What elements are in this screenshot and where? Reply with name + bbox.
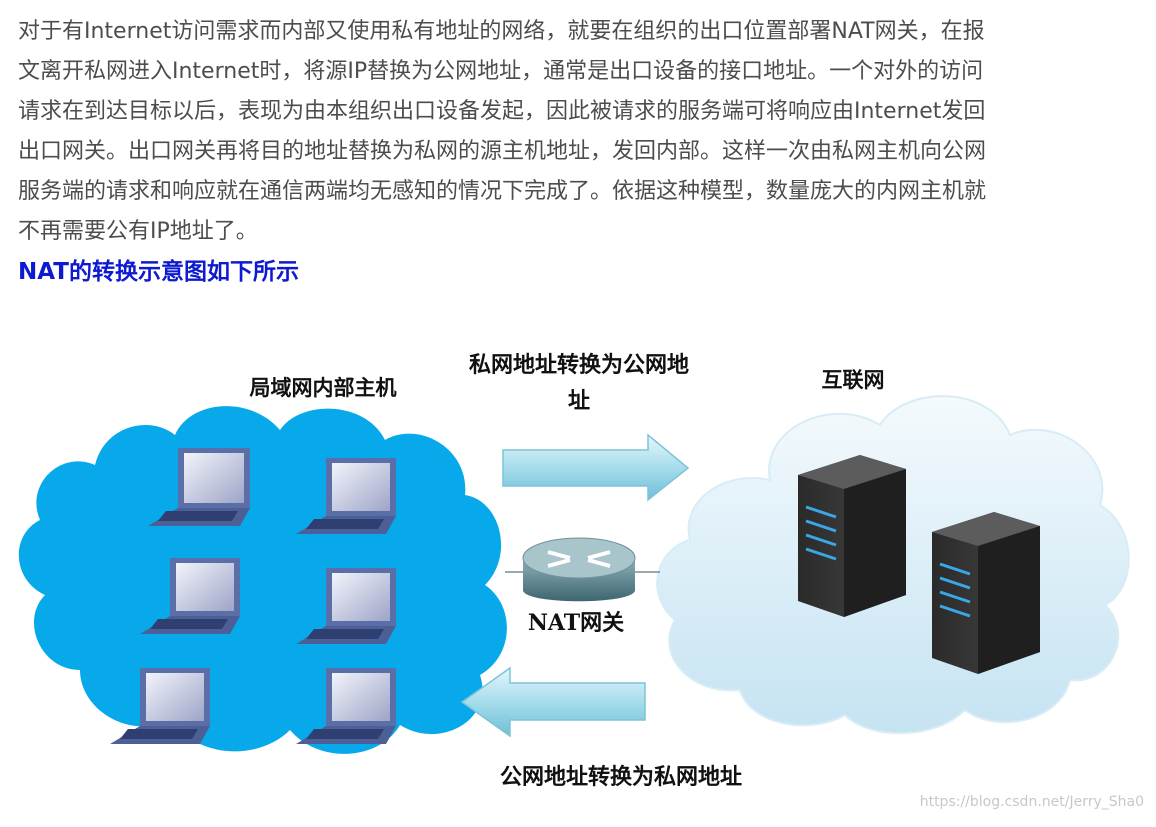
laptop-icon bbox=[110, 668, 210, 744]
arrow-private-to-public bbox=[502, 433, 690, 502]
paragraph-line: 对于有Internet访问需求而内部又使用私有地址的网络，就要在组织的出口位置部… bbox=[18, 19, 985, 44]
paragraph-line: 出口网关。出口网关再将目的地址替换为私网的源主机地址，发回内部。这样一次由私网主… bbox=[18, 139, 987, 164]
router-label: NAT网关 bbox=[528, 610, 624, 636]
arrow-top-label-line1: 私网地址转换为公网地 bbox=[469, 352, 689, 378]
arrow-top-label-line2: 址 bbox=[568, 388, 590, 414]
lan-cloud bbox=[18, 406, 507, 754]
laptop-icon bbox=[296, 568, 396, 644]
section-heading: NAT的转换示意图如下所示 bbox=[18, 259, 299, 285]
article-body: 对于有Internet访问需求而内部又使用私有地址的网络，就要在组织的出口位置部… bbox=[18, 12, 1138, 292]
lan-label: 局域网内部主机 bbox=[250, 375, 397, 400]
laptop-icon bbox=[296, 458, 396, 534]
laptop-icon bbox=[148, 448, 250, 526]
paragraph-line: 不再需要公有IP地址了。 bbox=[18, 219, 258, 244]
laptop-icon bbox=[296, 668, 396, 744]
server-icon bbox=[798, 455, 906, 617]
paragraph-line: 请求在到达目标以后，表现为由本组织出口设备发起，因此被请求的服务端可将响应由In… bbox=[18, 99, 986, 124]
router-icon bbox=[505, 537, 660, 602]
laptop-icon bbox=[140, 558, 240, 634]
paragraph-line: 文离开私网进入Internet时，将源IP替换为公网地址，通常是出口设备的接口地… bbox=[18, 59, 984, 84]
nat-diagram: 局域网内部主机 互联网 私网地址转换为公网地 址 NAT网关 公网地址转换为私网… bbox=[0, 300, 1156, 822]
paragraph-line: 服务端的请求和响应就在通信两端均无感知的情况下完成了。依据这种模型，数量庞大的内… bbox=[18, 179, 987, 204]
intro-paragraph: 对于有Internet访问需求而内部又使用私有地址的网络，就要在组织的出口位置部… bbox=[18, 12, 1138, 252]
nat-diagram-svg: 局域网内部主机 互联网 私网地址转换为公网地 址 NAT网关 公网地址转换为私网… bbox=[18, 352, 1130, 790]
watermark: https://blog.csdn.net/Jerry_Sha0 bbox=[919, 794, 1144, 810]
arrow-bottom-label: 公网地址转换为私网地址 bbox=[500, 764, 742, 790]
arrow-public-to-private bbox=[460, 666, 646, 738]
server-icon bbox=[932, 512, 1040, 674]
internet-label: 互联网 bbox=[822, 367, 885, 392]
